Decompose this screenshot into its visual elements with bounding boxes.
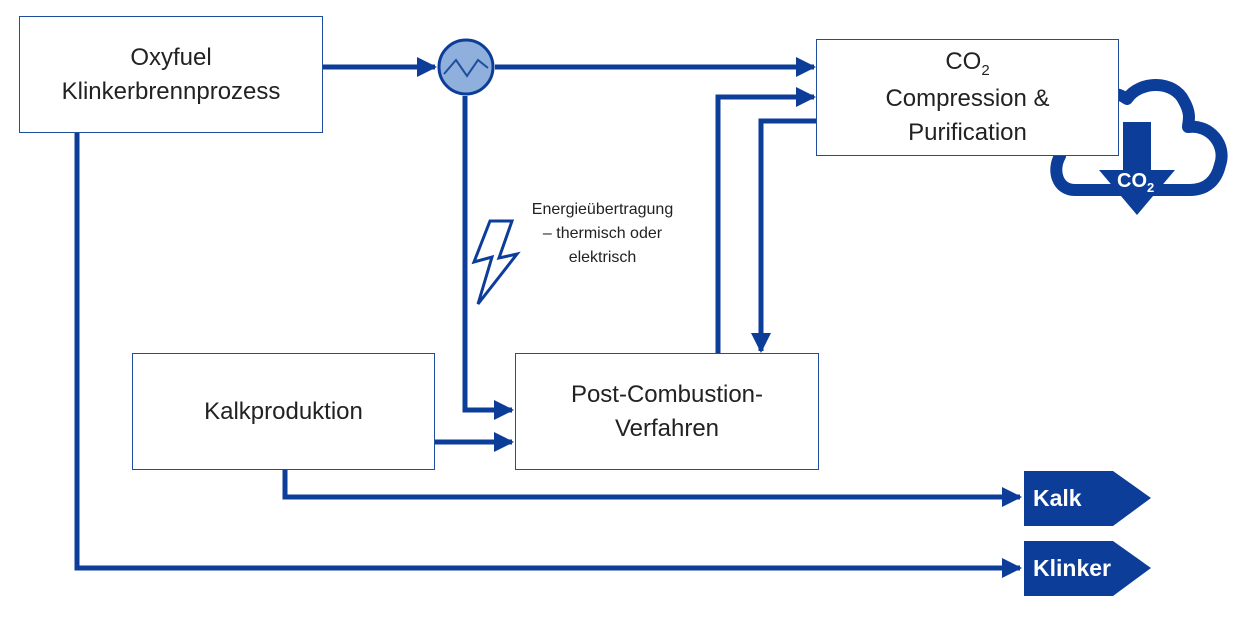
- node-oxyfuel-line1: Oxyfuel: [130, 43, 212, 71]
- node-kalkproduktion-label: Kalkproduktion: [204, 397, 363, 425]
- output-kalk-label: Kalk: [1033, 485, 1082, 511]
- node-post-combustion-line1: Post-Combustion-: [570, 380, 764, 408]
- annotation-line2: – thermisch oder: [542, 225, 663, 242]
- output-klinker-label: Klinker: [1033, 555, 1111, 581]
- flow-co2-to-post-combustion: [751, 118, 816, 353]
- node-co2-line2: Compression &: [885, 85, 1050, 112]
- annotation-line3: elektrisch: [568, 249, 637, 266]
- node-co2-line3: Purification: [908, 119, 1027, 146]
- node-co2-subscript: 2: [981, 62, 990, 79]
- flow-exchanger-to-post-combustion: [462, 96, 514, 420]
- lightning-icon: [471, 219, 521, 305]
- output-klinker-shape: [1024, 541, 1151, 596]
- energy-transfer-annotation: Energieübertragung – thermisch oder elek…: [500, 198, 705, 270]
- cloud-co2-label: CO2: [1117, 170, 1155, 195]
- node-co2-co: CO: [945, 48, 982, 75]
- node-oxyfuel-klinkerbrennprozess: Oxyfuel Klinkerbrennprozess: [19, 16, 323, 133]
- node-co2-line1: CO2: [945, 45, 989, 82]
- flow-post-combustion-to-co2: [715, 87, 816, 354]
- node-co2-compression-purification: CO2 Compression & Purification: [816, 39, 1119, 156]
- node-post-combustion-verfahren: Post-Combustion- Verfahren: [515, 353, 819, 470]
- output-kalk-shape: [1024, 471, 1151, 526]
- cloud-co2-subscript: 2: [1147, 180, 1155, 195]
- flow-kalkproduktion-to-kalk: [282, 469, 1022, 507]
- annotation-line1: Energieübertragung: [531, 201, 674, 218]
- heat-exchanger-icon: [437, 38, 495, 96]
- node-post-combustion-line2: Verfahren: [614, 414, 720, 442]
- node-oxyfuel-line2: Klinkerbrennprozess: [61, 77, 281, 105]
- node-kalkproduktion: Kalkproduktion: [132, 353, 435, 470]
- flow-oxyfuel-to-klinker: [74, 133, 1022, 578]
- cloud-co2-co: CO: [1117, 170, 1147, 192]
